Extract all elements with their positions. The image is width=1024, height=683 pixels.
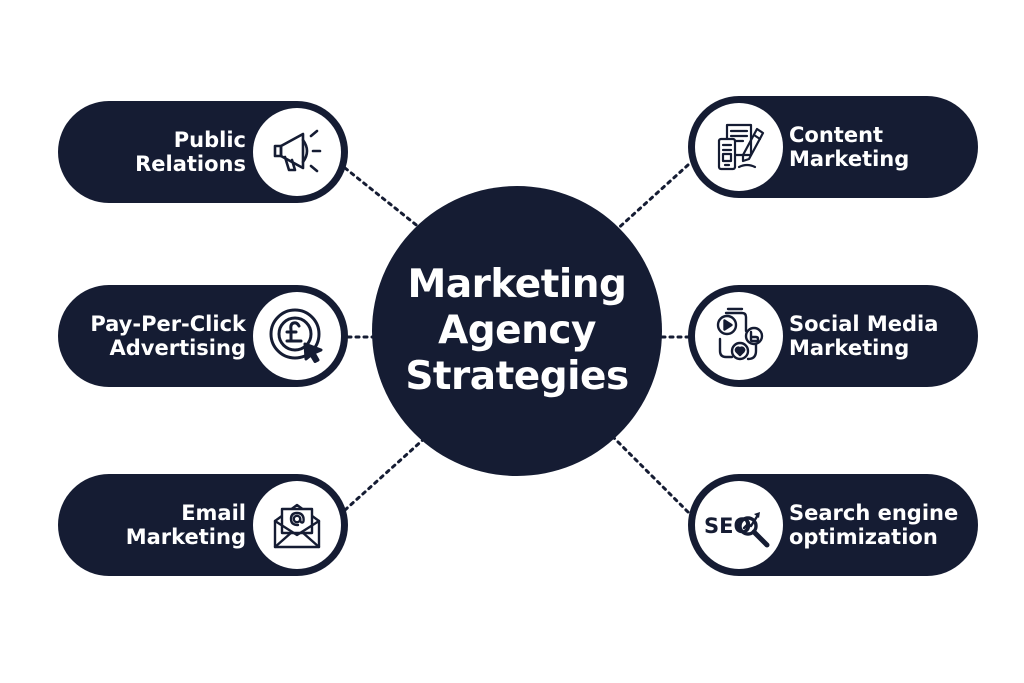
document-pen-icon bbox=[695, 103, 783, 191]
strategy-label-line2: Marketing bbox=[789, 147, 910, 171]
strategy-seo: SEO Search engine optimization bbox=[688, 474, 978, 576]
strategy-label-line2: Marketing bbox=[789, 336, 910, 360]
strategy-label: Pay-Per-Click Advertising bbox=[90, 285, 246, 387]
strategy-public-relations: Public Relations bbox=[58, 101, 348, 203]
strategy-label-line2: Marketing bbox=[125, 525, 246, 549]
connector-email-marketing bbox=[343, 436, 427, 512]
strategy-label: Content Marketing bbox=[789, 96, 909, 198]
central-hub: Marketing Agency Strategies bbox=[372, 186, 662, 476]
social-network-icon bbox=[695, 292, 783, 380]
strategy-label: Social Media Marketing bbox=[789, 285, 938, 387]
hub-title-line2: Agency bbox=[438, 308, 596, 353]
strategy-label-line2: Advertising bbox=[109, 336, 247, 360]
strategy-label-line1: Content bbox=[789, 123, 884, 147]
strategy-label: Public Relations bbox=[135, 101, 246, 203]
strategy-label-line1: Social Media bbox=[789, 312, 939, 336]
connector-seo bbox=[612, 436, 690, 514]
hub-title: Marketing Agency Strategies bbox=[387, 262, 647, 400]
hub-title-line1: Marketing bbox=[407, 262, 627, 307]
hub-title-line3: Strategies bbox=[405, 354, 629, 399]
strategy-label: Search engine optimization bbox=[789, 474, 958, 576]
strategy-social-media-marketing: Social Media Marketing bbox=[688, 285, 978, 387]
connector-content-marketing bbox=[612, 163, 690, 234]
strategy-pay-per-click: Pay-Per-Click Advertising bbox=[58, 285, 348, 387]
envelope-at-icon bbox=[253, 481, 341, 569]
strategy-label-line1: Email bbox=[181, 501, 246, 525]
strategy-label-line1: Public bbox=[173, 128, 246, 152]
strategy-label-line2: optimization bbox=[789, 525, 938, 549]
strategy-label: Email Marketing bbox=[126, 474, 246, 576]
strategy-content-marketing: Content Marketing bbox=[688, 96, 978, 198]
megaphone-icon bbox=[253, 108, 341, 196]
strategy-label-line1: Search engine bbox=[789, 501, 959, 525]
seo-magnifier-icon: SEO bbox=[695, 481, 783, 569]
connector-public-relations bbox=[343, 166, 427, 234]
pound-cursor-icon bbox=[253, 292, 341, 380]
strategy-label-line1: Pay-Per-Click bbox=[90, 312, 246, 336]
strategy-label-line2: Relations bbox=[135, 152, 246, 176]
strategy-email-marketing: Email Marketing bbox=[58, 474, 348, 576]
